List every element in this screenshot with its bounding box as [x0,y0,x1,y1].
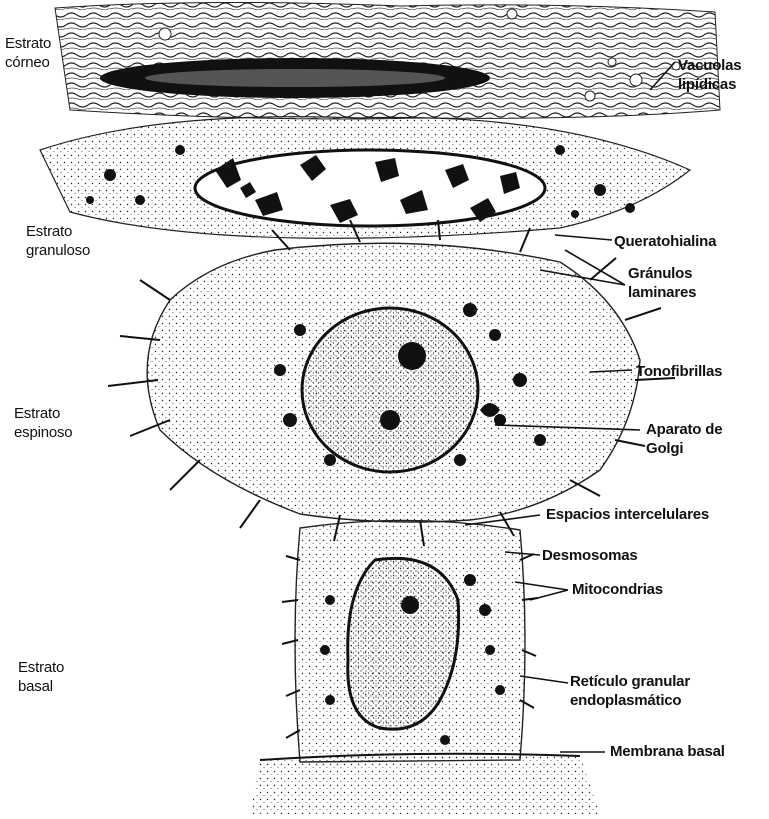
stratum-granulosum [40,117,690,239]
label-line: Mitocondrias [572,580,663,599]
label-line: Estrato [5,34,51,53]
label-line: Queratohialina [614,232,716,251]
label-line: Espacios intercelulares [546,505,709,524]
label-line: lipídicas [678,75,741,94]
label-reticulo-granular-endoplasmatico: Retículo granular endoplasmático [570,672,690,710]
label-tonofibrillas: Tonofibrillas [636,362,722,381]
label-estrato-granuloso: Estrato granuloso [26,222,90,260]
label-line: laminares [628,283,696,302]
label-mitocondrias: Mitocondrias [572,580,663,599]
label-desmosomas: Desmosomas [542,546,638,565]
label-line: espinoso [14,423,72,442]
label-granulos-laminares: Gránulos laminares [628,264,696,302]
label-line: Estrato [18,658,64,677]
label-line: Aparato de [646,420,722,439]
label-aparato-de-golgi: Aparato de Golgi [646,420,722,458]
label-line: Retículo granular [570,672,690,691]
label-line: Membrana basal [610,742,725,761]
label-espacios-intercelulares: Espacios intercelulares [546,505,709,524]
label-line: Estrato [14,404,72,423]
spinosum-nucleus [302,308,478,472]
label-estrato-basal: Estrato basal [18,658,64,696]
label-line: Golgi [646,439,722,458]
label-line: granuloso [26,241,90,260]
label-membrana-basal: Membrana basal [610,742,725,761]
label-line: endoplasmático [570,691,690,710]
stratum-spinosum [108,220,675,546]
stratum-corneum [55,2,720,119]
label-queratohialina: Queratohialina [614,232,716,251]
label-line: Desmosomas [542,546,638,565]
label-line: basal [18,677,64,696]
label-line: Estrato [26,222,90,241]
label-line: Tonofibrillas [636,362,722,381]
label-vacuolas-lipidicas: Vacuolas lipídicas [678,56,741,94]
label-estrato-corneo: Estrato córneo [5,34,51,72]
label-line: Gránulos [628,264,696,283]
label-line: Vacuolas [678,56,741,75]
label-line: córneo [5,53,51,72]
label-estrato-espinoso: Estrato espinoso [14,404,72,442]
